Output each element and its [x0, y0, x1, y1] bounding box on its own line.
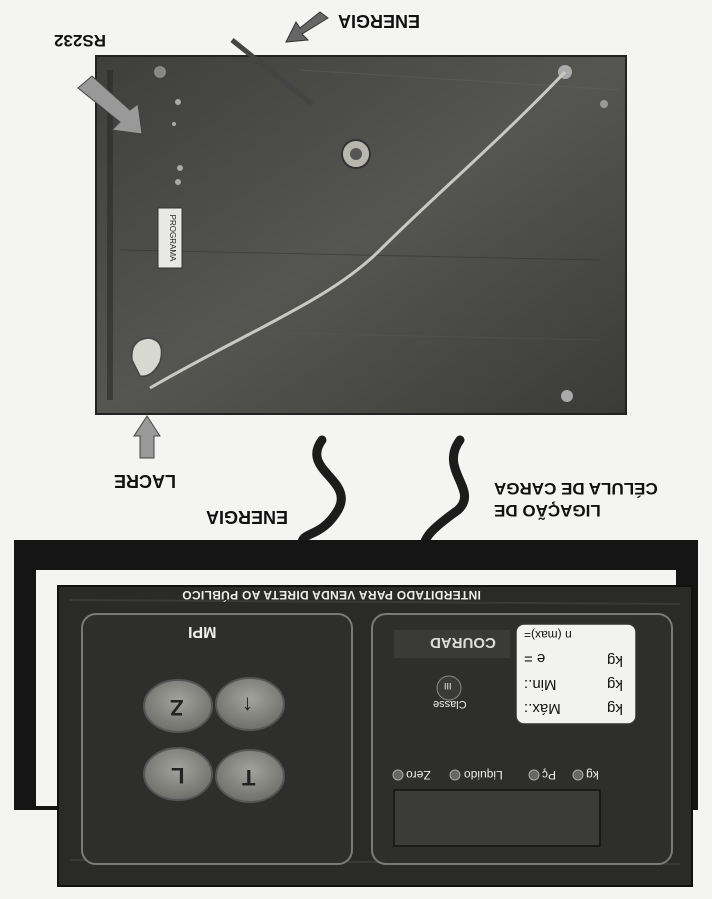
- keypad-title: MPI: [188, 623, 217, 640]
- label-ligacao-line2: CÉLULA DE CARGA: [494, 479, 658, 498]
- energia-arrow: [285, 11, 329, 43]
- lacre-arrow: [133, 415, 161, 459]
- label-ligacao-line1: LIGAÇÃO DE: [494, 501, 601, 520]
- key-t-label: T: [242, 765, 256, 790]
- spec-plate: [515, 623, 637, 725]
- energia-wire: [297, 435, 346, 551]
- energia-pointer-line: [230, 38, 314, 106]
- load-cell-wire: [418, 435, 469, 561]
- mount-hole: [600, 100, 608, 108]
- circuit-board: PROGRAMA: [95, 55, 627, 415]
- spec-e: e =: [524, 650, 546, 667]
- indicator-pc-label: Pç: [542, 768, 557, 782]
- classe-label: Classe: [433, 698, 467, 710]
- key-l[interactable]: [143, 747, 213, 801]
- key-z[interactable]: [143, 679, 213, 733]
- spec-min: Min.:: [524, 676, 557, 693]
- key-l-label: L: [171, 763, 185, 788]
- indicator-zero-label: Zero: [406, 768, 431, 782]
- program-sticker-text: PROGRAMA: [168, 215, 177, 262]
- label-energia-top: ENERGIA: [338, 11, 421, 31]
- key-up-label: ↑: [242, 693, 253, 718]
- classe-badge: [436, 675, 462, 701]
- lcd-window: [393, 789, 601, 847]
- program-sticker: [157, 207, 183, 269]
- screw-top-left: [154, 66, 166, 78]
- label-energia-bottom: ENERGIA: [206, 507, 289, 527]
- indicator-liquido-label: Liquido: [464, 768, 503, 782]
- key-up[interactable]: [215, 677, 285, 731]
- classe-value: III: [444, 681, 452, 691]
- brand-bar: [394, 630, 510, 658]
- panel-banner: INTERDITADO PARA VENDA DIRETA AO PÚBLICO: [182, 588, 481, 602]
- rs232-arrow: [77, 75, 143, 135]
- label-rs232: RS232: [54, 31, 106, 50]
- indicator-kg-label: kg: [586, 768, 599, 782]
- spec-e-unit: kg: [607, 652, 623, 669]
- led-zero: [392, 769, 404, 781]
- spec-max: Máx.:: [524, 700, 561, 717]
- key-t[interactable]: [215, 749, 285, 803]
- indicator-panel: [57, 585, 693, 887]
- spec-max-unit: kg: [607, 700, 623, 717]
- label-lacre: LACRE: [114, 471, 176, 491]
- screw-bottom-right: [561, 390, 573, 402]
- spec-n-max: n (max)=: [524, 628, 572, 642]
- led-liquido: [449, 769, 461, 781]
- brand-name: COURAD: [430, 634, 496, 651]
- seal: [131, 337, 163, 377]
- led-kg: [572, 769, 584, 781]
- key-z-label: Z: [170, 695, 184, 720]
- spec-min-unit: kg: [607, 676, 623, 693]
- keypad-section: [81, 613, 353, 865]
- led-pc: [528, 769, 540, 781]
- cable: [149, 70, 567, 390]
